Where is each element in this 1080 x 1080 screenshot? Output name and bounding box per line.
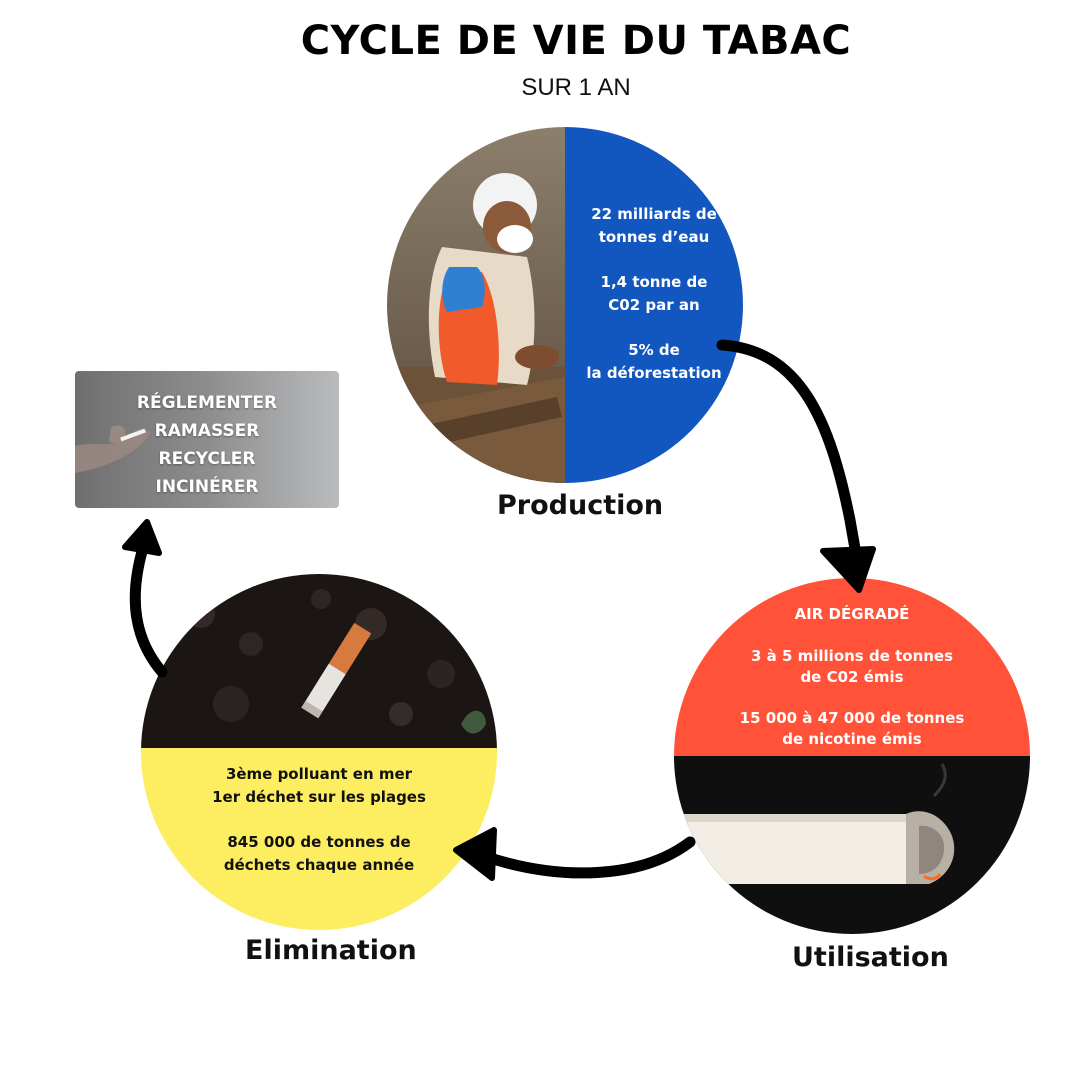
arrowhead-utilisation-to-elimination bbox=[456, 830, 494, 878]
arrow-utilisation-to-elimination bbox=[490, 842, 690, 873]
arrow-elimination-to-actions bbox=[135, 548, 162, 672]
arrowhead-elimination-to-actions bbox=[125, 522, 159, 553]
arrowhead-production-to-utilisation bbox=[823, 549, 873, 590]
arrow-production-to-utilisation bbox=[722, 345, 857, 560]
